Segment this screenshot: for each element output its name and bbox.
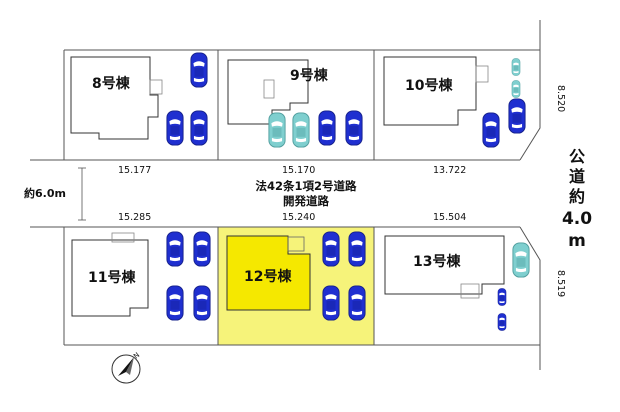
public-road-char-1: 公 <box>569 147 585 166</box>
north-compass-icon <box>111 354 141 384</box>
road-label-line2: 開発道路 <box>283 194 329 208</box>
public-road-char-4: 4.0 <box>562 209 592 229</box>
public-road-char-5: m <box>568 231 586 251</box>
building-8 <box>70 56 159 140</box>
public-road-label: 公 道 約 4.0 m <box>562 147 592 251</box>
lot-boundaries <box>30 20 541 370</box>
lot-13-label: 13号棟 <box>413 253 461 270</box>
building-12 <box>226 235 311 311</box>
side-dimension-bottom: 8.519 <box>555 270 566 297</box>
public-road-char-3: 約 <box>569 187 585 206</box>
frontage-bottom-2: 15.240 <box>282 212 315 223</box>
building-11 <box>71 239 149 317</box>
lot-11-label: 11号棟 <box>88 269 136 286</box>
side-dimension-top: 8.520 <box>555 85 566 112</box>
frontage-bottom-1: 15.285 <box>118 212 151 223</box>
buildings <box>70 56 505 317</box>
road-width-indicator <box>78 167 86 221</box>
lot-8-label: 8号棟 <box>92 75 131 92</box>
frontage-top-2: 15.170 <box>282 165 315 176</box>
building-9 <box>227 59 309 125</box>
frontage-bottom-3: 15.504 <box>433 212 466 223</box>
frontage-top-3: 13.722 <box>433 165 466 176</box>
lot-10-label: 10号棟 <box>405 77 453 94</box>
public-road-char-2: 道 <box>569 167 585 186</box>
road-width-label: 約6.0m <box>24 186 66 200</box>
north-label: N <box>132 351 141 361</box>
lot-12-label: 12号棟 <box>244 268 292 285</box>
lot-9-label: 9号棟 <box>290 67 329 84</box>
building-10 <box>383 56 477 126</box>
frontage-top-1: 15.177 <box>118 165 151 176</box>
building-13 <box>384 235 505 295</box>
road-label-line1: 法42条1項2号道路 <box>255 179 357 193</box>
